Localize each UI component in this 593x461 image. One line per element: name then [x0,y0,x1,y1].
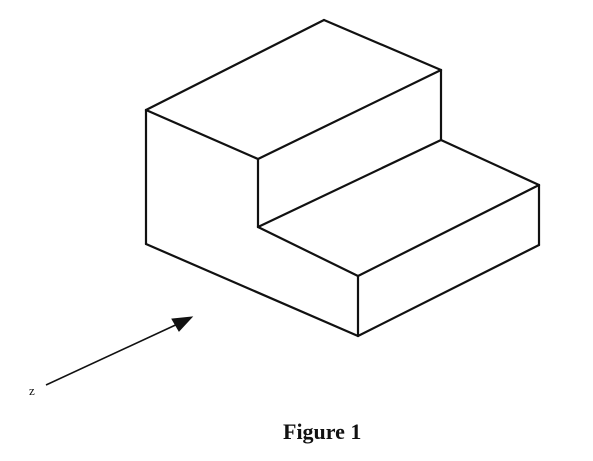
edge-top-right [322,18,443,72]
edge-top-front [256,68,443,161]
edge-top-back [144,18,326,112]
edge-bottom-right [356,243,541,338]
z-arrow-head [171,316,194,332]
z-direction-arrow [45,316,194,386]
step-block [144,18,541,338]
riser-face [258,70,441,227]
edge-step-front [356,183,541,278]
top-upper-face [146,20,441,159]
edge-step-right [439,138,541,187]
right-end-face [358,185,539,336]
left-front-face [146,110,358,336]
edge-step-back [256,138,443,229]
z-arrow-shaft [45,321,183,386]
edge-bottom-left [144,242,360,338]
figure-caption: Figure 1 [283,419,362,444]
z-axis-label: z [29,383,35,398]
edge-step-left [256,225,360,278]
edge-top-left [144,108,260,161]
step-top-face [258,140,539,276]
